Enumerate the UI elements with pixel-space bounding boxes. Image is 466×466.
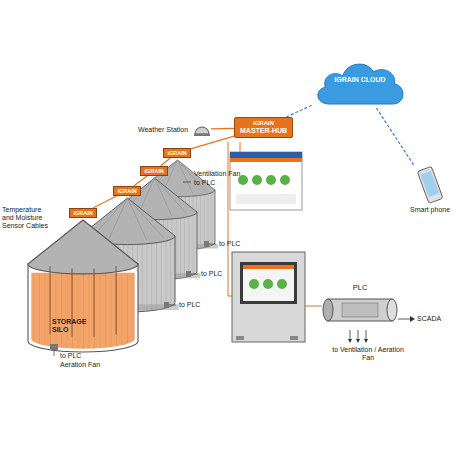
plc-cylinder (322, 295, 398, 325)
node-text: Smart phone (410, 206, 450, 214)
fan-label: Aeration Fan (60, 361, 100, 369)
node-text: iGRAIN (117, 188, 136, 194)
cable-label: Temperature and Moisture Sensor Cables (2, 206, 50, 230)
connector-line (161, 158, 171, 166)
node-text: MASTER-HUB (240, 127, 287, 135)
node-text: iGRAIN (73, 210, 92, 216)
fan-label: Ventilation Fan (194, 170, 240, 178)
signal-label: to PLC (194, 179, 215, 187)
node-text: PLC (322, 284, 398, 293)
node-text: iGRAIN CLOUD (326, 76, 394, 84)
connector-line (376, 108, 414, 166)
output-label: to Ventilation / Aeration Fan (326, 346, 410, 362)
connector-line (191, 136, 234, 149)
connector (93, 196, 116, 208)
connector (161, 158, 171, 166)
connector-line (286, 105, 312, 117)
connector-line (211, 128, 234, 130)
weather-station: Weather Station (138, 124, 211, 136)
cloud-shape: iGRAIN CLOUD (312, 58, 408, 108)
weather-dome-icon (193, 124, 211, 136)
silo-label: STORAGE SILO (52, 318, 92, 334)
signal-label: to PLC (201, 270, 222, 278)
phone-icon (409, 162, 451, 210)
connector (191, 136, 234, 149)
scada-label: SCADA (417, 315, 441, 323)
connector (286, 105, 312, 117)
node-text: iGRAIN (167, 150, 186, 156)
smart-phone: Smart phone (410, 166, 450, 214)
node-text: iGRAIN (240, 120, 287, 127)
connector (376, 108, 414, 166)
igrain-box: iGRAIN (113, 186, 140, 196)
plc-unit: PLC (322, 284, 398, 325)
node-text: iGRAIN (144, 168, 163, 174)
connector-line (93, 196, 116, 208)
master-hub-box: iGRAINMASTER-HUB (234, 117, 293, 138)
signal-label: to PLC (60, 352, 81, 360)
igrain-box: iGRAIN (69, 208, 96, 218)
connector (211, 128, 234, 130)
igrain-box: iGRAIN (140, 166, 167, 176)
connector (134, 176, 147, 186)
signal-label: to PLC (219, 240, 240, 248)
connector-line (134, 176, 147, 186)
igrain-box: iGRAIN (163, 148, 190, 158)
signal-label: to PLC (179, 301, 200, 309)
node-text: Weather Station (138, 126, 190, 134)
